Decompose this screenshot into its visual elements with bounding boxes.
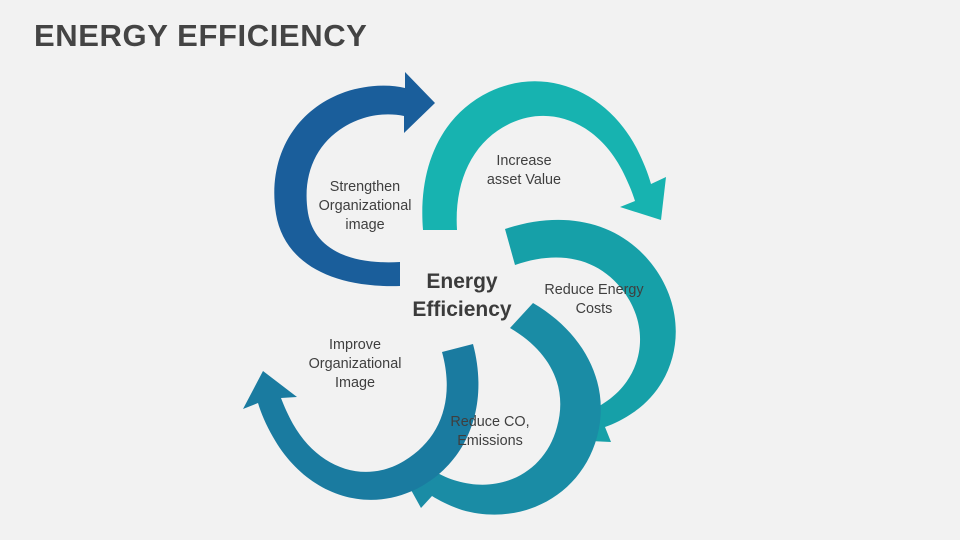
arrow-reduce-energy-costs[interactable] [505,219,676,442]
node-label-line: Organizational [308,356,402,373]
node-label-improve-organizational-image: Improve Organizational Image [285,336,425,393]
node-label-increase-asset-value: Increase asset Value [454,152,594,190]
node-label-line: Increase [496,153,552,169]
center-label-line: Efficiency [412,297,512,321]
node-label-line: image [345,217,385,234]
node-label-line: asset Value [486,172,562,189]
node-label-strengthen-organizational-image: Strengthen Organizational image [295,178,435,235]
arrow-strengthen-organizational-image[interactable] [274,72,435,287]
diagram-center-label: Energy Efficiency [362,268,562,323]
arrow-increase-asset-value[interactable] [422,81,666,230]
node-label-reduce-energy-costs: Reduce Energy Costs [524,281,664,319]
node-label-reduce-co2-emissions: Reduce CO, Emissions [420,413,560,451]
node-label-line: Image [335,375,375,392]
page-title: ENERGY EFFICIENCY [34,18,368,53]
node-label-line: Costs [575,301,613,318]
node-label-line: Strengthen [329,179,401,195]
node-label-line: Organizational [318,198,412,215]
center-label-line: Energy [426,270,498,293]
node-label-line: Reduce Energy [544,282,644,298]
arrow-reduce-co2-emissions[interactable] [400,303,601,515]
node-label-line: Improve [329,337,381,353]
arrow-improve-organizational-image[interactable] [243,344,479,500]
node-label-line: Emissions [457,433,523,450]
node-label-line: Reduce CO, [450,414,530,430]
